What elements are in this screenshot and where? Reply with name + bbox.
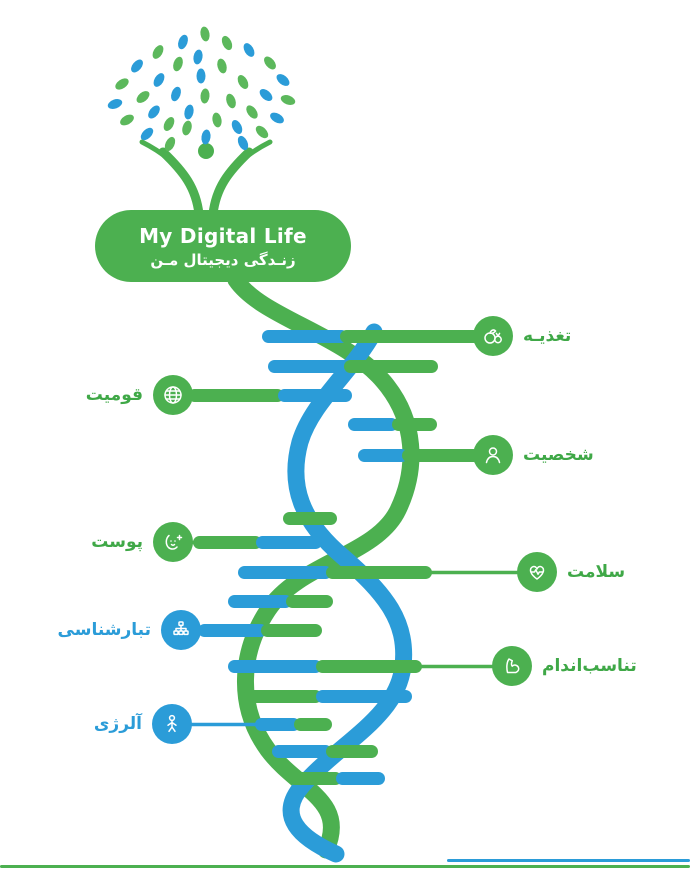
title-english: My Digital Life: [139, 223, 307, 248]
title-pill: My Digital Life زنـدگی دیجیتال مـن: [95, 210, 351, 282]
tree-head: [198, 143, 214, 159]
personality-icon: [473, 435, 513, 475]
tree-trunk: [139, 139, 273, 219]
nutrition-icon: [473, 316, 513, 356]
category-label: سلامت: [567, 562, 626, 582]
tree-leaves: [107, 26, 296, 152]
blue-strand: [282, 323, 413, 863]
category-label: شخصیت: [523, 445, 594, 465]
category-nutrition: تغذیـه: [473, 316, 571, 356]
category-health: سلامت: [517, 552, 625, 592]
ethnicity-icon: [153, 375, 193, 415]
category-allergy: آلرژی: [94, 704, 192, 744]
skin-icon: [153, 522, 193, 562]
category-label: آلرژی: [93, 714, 142, 734]
title-persian: زنـدگی دیجیتال مـن: [150, 250, 296, 269]
allergy-icon: [152, 704, 192, 744]
category-ethnicity: قومیت: [86, 375, 193, 415]
genealogy-icon: [161, 610, 201, 650]
category-fitness: تناسب‌اندام: [492, 646, 637, 686]
bottom-baselines: [0, 859, 690, 868]
fitness-icon: [492, 646, 532, 686]
category-personality: شخصیت: [473, 435, 594, 475]
category-label: تبارشناسی: [57, 620, 151, 640]
category-label: پوست: [91, 532, 143, 552]
category-label: تناسب‌اندام: [542, 656, 637, 676]
dna-rungs: [188, 330, 500, 785]
category-label: تغذیـه: [523, 326, 572, 346]
category-skin: پوست: [91, 522, 193, 562]
category-label: قومیت: [85, 385, 143, 405]
health-icon: [517, 552, 557, 592]
category-genealogy: تبارشناسی: [58, 610, 201, 650]
